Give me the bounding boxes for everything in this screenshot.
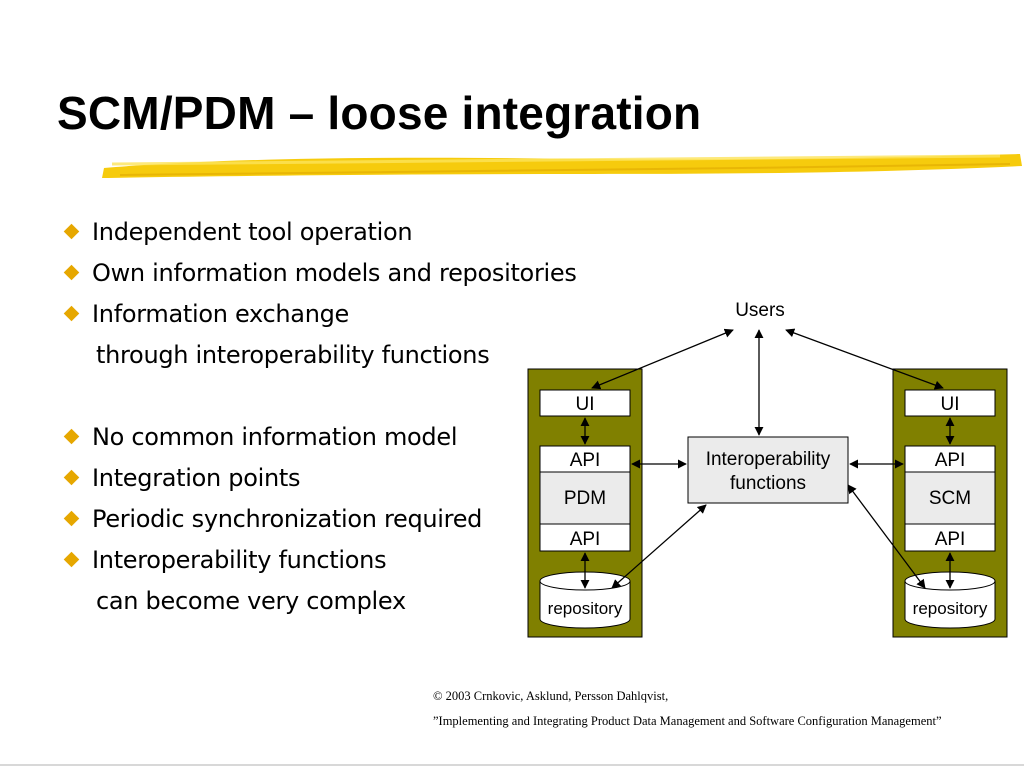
- interop-label-line2: functions: [730, 473, 806, 494]
- bullet-item: Periodic synchronization required: [62, 505, 482, 533]
- slide-title: SCM/PDM – loose integration: [57, 87, 702, 139]
- footer-copyright: © 2003 Crnkovic, Asklund, Persson Dahlqv…: [433, 689, 669, 703]
- scm-ui-label: UI: [941, 394, 960, 415]
- bullet-item: No common information model: [62, 423, 458, 451]
- highlighter-underline: [102, 154, 1022, 178]
- pdm-repository-label: repository: [548, 599, 623, 618]
- bullet-item: Integration points: [62, 464, 300, 492]
- pdm-api-bottom-label: API: [570, 529, 601, 550]
- scm-api-bottom-label: API: [935, 529, 966, 550]
- scm-repository-label: repository: [913, 599, 988, 618]
- scm-api-top-label: API: [935, 450, 966, 471]
- pdm-api-top-label: API: [570, 450, 601, 471]
- users-label: Users: [735, 300, 785, 321]
- scm-ui-box: [904, 389, 996, 417]
- scm-name-label: SCM: [929, 488, 971, 509]
- pdm-tool: UI API PDM API repository: [527, 368, 643, 638]
- bullet-item: Information exchange: [62, 300, 349, 328]
- pdm-ui-label: UI: [576, 394, 595, 415]
- interop-label-line1: Interoperability: [706, 449, 831, 470]
- interop-scm-repo-arrow: [847, 484, 926, 589]
- interoperability-box: [687, 436, 849, 504]
- bottom-divider: [0, 764, 1024, 766]
- bullet-continuation: through interoperability functions: [96, 341, 490, 369]
- bullet-item: Independent tool operation: [62, 218, 413, 246]
- pdm-ui-box: [539, 389, 631, 417]
- bullet-continuation: can become very complex: [96, 587, 406, 615]
- users-scm-ui-arrow: [785, 328, 944, 390]
- users-pdm-ui-arrow: [591, 328, 734, 390]
- footer-citation: ”Implementing and Integrating Product Da…: [433, 714, 942, 728]
- pdm-name-label: PDM: [564, 488, 606, 509]
- scm-api-top-box: [904, 445, 996, 473]
- bullet-item: Interoperability functions: [62, 546, 387, 574]
- pdm-api-top-box: [539, 445, 631, 473]
- bullet-item: Own information models and repositories: [62, 259, 577, 287]
- interop-pdm-repo-arrow: [611, 504, 707, 589]
- scm-tool: UI API SCM API repository: [892, 368, 1008, 638]
